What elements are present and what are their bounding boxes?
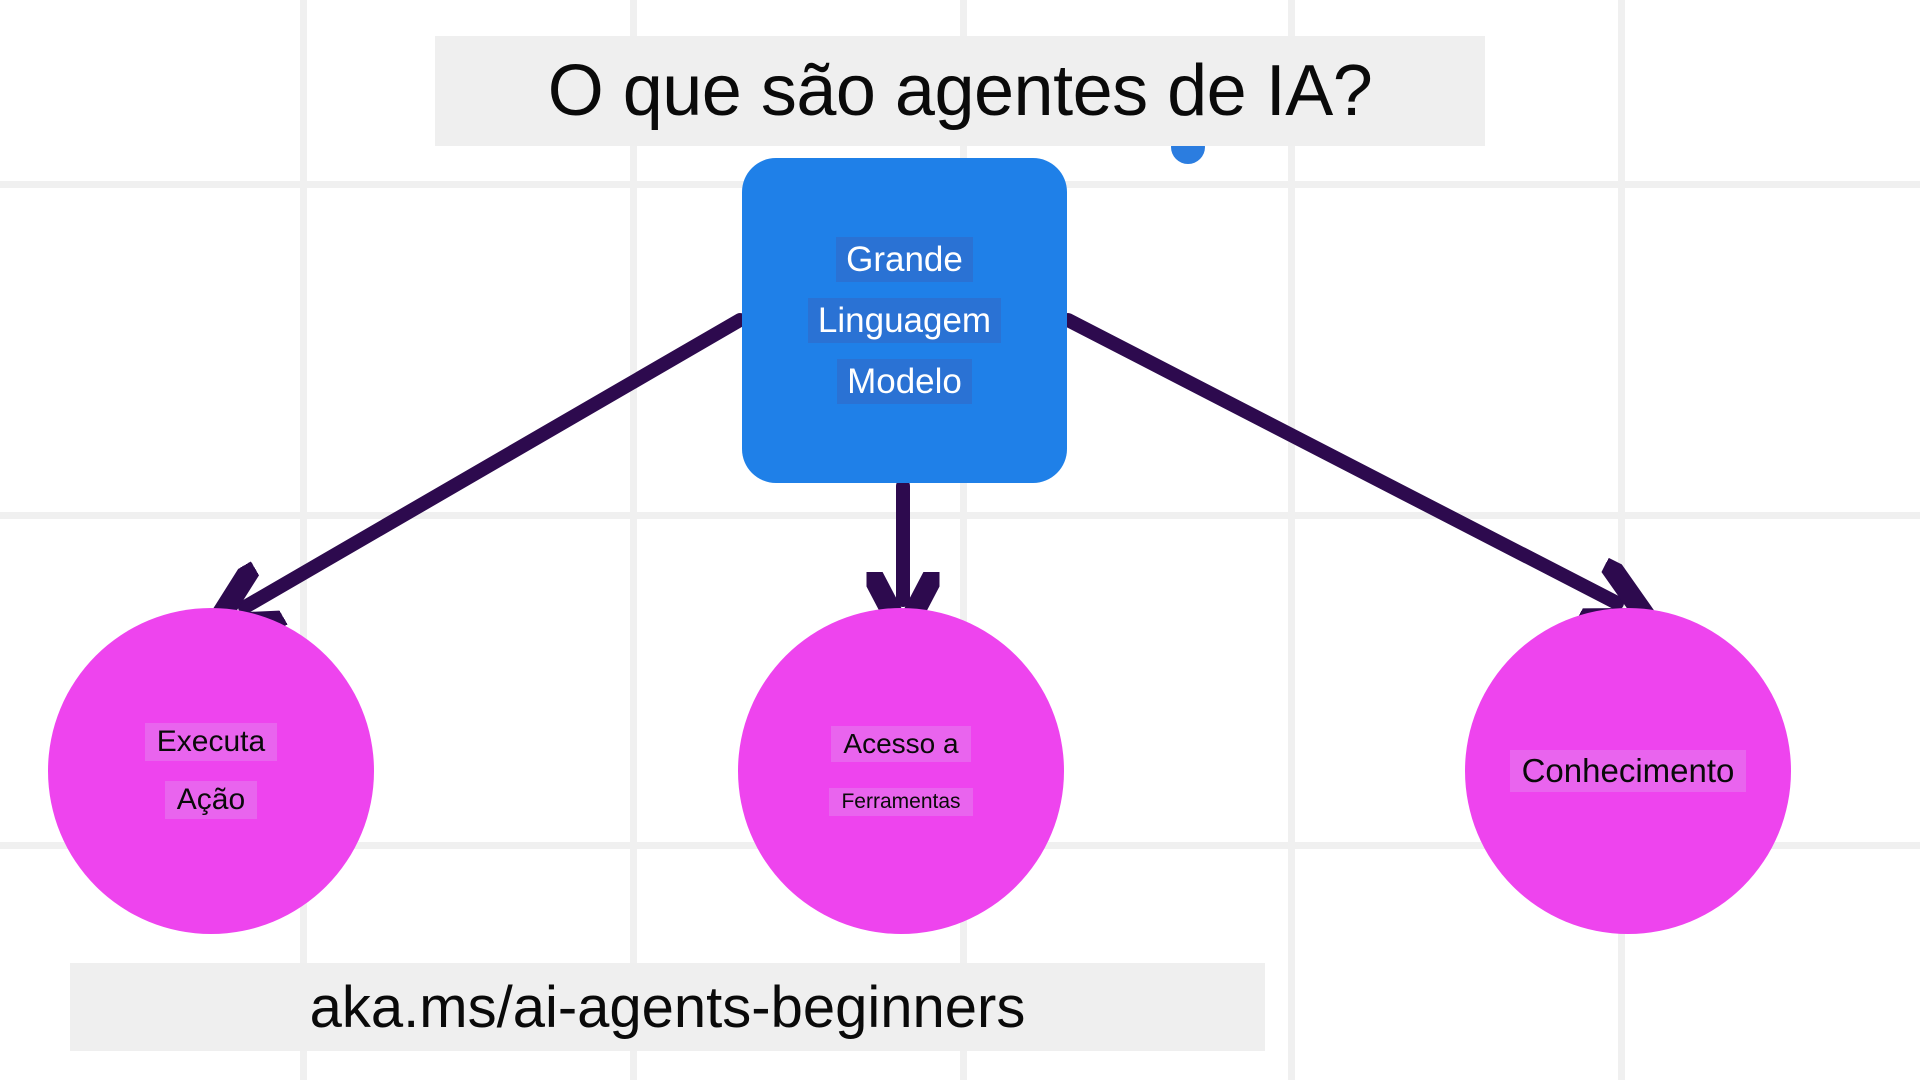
arrow-llm-to-action [245, 313, 747, 607]
node-executes-action[interactable]: Executa Ação [48, 608, 374, 934]
page-title: O que são agentes de IA? [435, 36, 1485, 146]
node-label-line-2: Ferramentas [829, 788, 973, 816]
node-label-line-2: Linguagem [807, 297, 1002, 344]
node-label-line-1: Executa [144, 723, 278, 761]
footer-link-text: aka.ms/ai-agents-beginners [309, 974, 1026, 1040]
node-label-line-1: Conhecimento [1509, 750, 1747, 792]
arrow-llm-to-knowledge [1061, 313, 1617, 603]
node-label-line-1: Acesso a [831, 726, 971, 762]
node-label-line-3: Modelo [837, 359, 972, 405]
node-knowledge[interactable]: Conhecimento [1465, 608, 1791, 934]
footer-link-band[interactable]: aka.ms/ai-agents-beginners [70, 963, 1265, 1051]
node-label-line-1: Grande [836, 236, 973, 282]
node-large-language-model[interactable]: Grande Linguagem Modelo [742, 158, 1067, 483]
page-title-text: O que são agentes de IA? [547, 51, 1373, 131]
node-access-to-tools[interactable]: Acesso a Ferramentas [738, 608, 1064, 934]
node-label-line-2: Ação [164, 781, 258, 819]
